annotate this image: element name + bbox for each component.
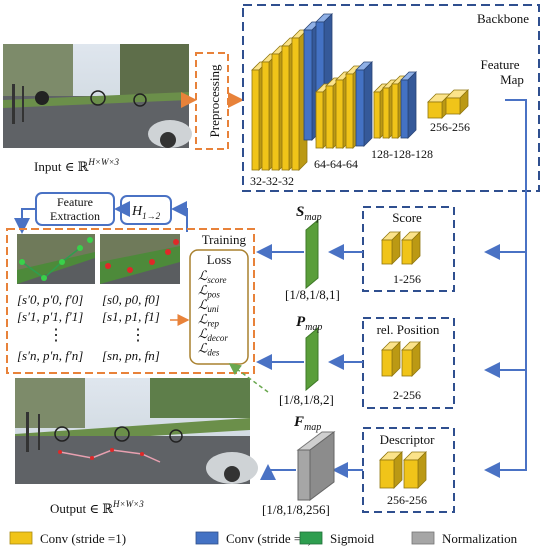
fmap-to-output-arrow bbox=[260, 464, 296, 480]
training-vectors-left: [s′0, p′0, f′0] [s′1, p′1, f′1] ⋮ [s′n, … bbox=[17, 292, 83, 363]
legend-swatch-3 bbox=[411, 531, 435, 545]
p-map-size: [1/8,1/8,2] bbox=[279, 392, 334, 407]
input-label: Input ∈ ℝH×W×3 bbox=[34, 157, 120, 174]
descriptor-head-box bbox=[362, 427, 455, 513]
loss-item-pos: ℒpos bbox=[198, 283, 220, 300]
descriptor-conv-1 bbox=[379, 451, 403, 489]
s-map-label: Smap bbox=[296, 204, 322, 223]
descriptor-head-dims: 256-256 bbox=[387, 493, 427, 507]
output-label: Output ∈ ℝH×W×3 bbox=[50, 499, 144, 516]
legend-swatch-1 bbox=[195, 531, 219, 545]
loss-item-rep: ℒrep bbox=[198, 312, 220, 329]
position-conv-1 bbox=[381, 341, 401, 377]
s-map-size: [1/8,1/8,1] bbox=[285, 287, 340, 302]
p-map-shape bbox=[305, 326, 319, 392]
right-vdots: ⋮ bbox=[130, 327, 146, 344]
loss-box bbox=[189, 249, 249, 365]
backbone-output-arrow bbox=[484, 99, 527, 378]
p-map-label: Pmap bbox=[296, 314, 322, 333]
training-vectors-right: [s0, p0, f0] [s1, p1, f1] ⋮ [sn, pn, fn] bbox=[102, 292, 160, 363]
backbone-dim-3: 128-128-128 bbox=[371, 147, 433, 161]
input-image bbox=[3, 44, 192, 148]
descriptor-conv-2 bbox=[403, 451, 427, 489]
score-head-box bbox=[362, 206, 455, 292]
left-vector-1: [s′1, p′1, f′1] bbox=[17, 309, 83, 324]
position-conv-2 bbox=[401, 341, 421, 377]
feature-map-label-2: Map bbox=[500, 72, 524, 87]
f-map-size: [1/8,1/8,256] bbox=[262, 502, 330, 517]
left-vector-n: [s′n, p′n, f′n] bbox=[17, 348, 83, 363]
backbone-layer-17 bbox=[445, 89, 469, 115]
feature-extraction-line1: Feature bbox=[57, 195, 93, 209]
f-map-label: Fmap bbox=[293, 414, 321, 433]
legend: Conv (stride =1) Conv (stride =2) Sigmoid N… bbox=[9, 531, 518, 546]
score-conv-2 bbox=[401, 231, 421, 265]
backbone-box bbox=[242, 4, 540, 192]
output-to-training-arrow bbox=[228, 363, 269, 393]
score-conv-1 bbox=[381, 231, 401, 265]
f-map-front bbox=[297, 449, 311, 501]
backbone-title: Backbone bbox=[477, 11, 529, 26]
output-image bbox=[15, 378, 258, 484]
backbone-layer-11 bbox=[355, 61, 373, 147]
training-title: Training bbox=[202, 232, 247, 247]
backbone-dim-1: 32-32-32 bbox=[250, 174, 294, 188]
left-vector-0: [s′0, p′0, f′0] bbox=[17, 292, 83, 307]
loss-item-uni: ℒuni bbox=[198, 297, 219, 314]
feature-map-label-1: Feature bbox=[481, 57, 520, 72]
legend-label-3: Normalization bbox=[442, 531, 518, 546]
right-vector-n: [sn, pn, fn] bbox=[102, 348, 160, 363]
right-vector-1: [s1, p1, f1] bbox=[102, 309, 160, 324]
head-layers bbox=[379, 231, 427, 489]
position-head-dims: 2-256 bbox=[393, 388, 421, 402]
backbone-dim-2: 64-64-64 bbox=[314, 157, 358, 171]
feature-extraction-line2: Extraction bbox=[50, 209, 100, 223]
legend-label-1: Conv (stride =2) bbox=[226, 531, 312, 546]
backbone-layers bbox=[251, 13, 469, 171]
score-head-title: Score bbox=[392, 210, 422, 225]
to-descriptor-arrow bbox=[484, 370, 527, 478]
legend-label-2: Sigmoid bbox=[330, 531, 375, 546]
score-head-dims: 1-256 bbox=[393, 272, 421, 286]
preprocessing-label: Preprocessing bbox=[207, 64, 222, 137]
legend-swatch-2 bbox=[299, 531, 323, 545]
loss-item-des: ℒdes bbox=[198, 341, 220, 358]
loss-item-score: ℒscore bbox=[198, 268, 227, 285]
training-box bbox=[6, 228, 255, 374]
backbone-dim-4: 256-256 bbox=[430, 120, 470, 134]
left-vdots: ⋮ bbox=[48, 327, 64, 344]
loss-item-decor: ℒdecor bbox=[198, 326, 228, 343]
s-map-shape bbox=[305, 218, 319, 290]
legend-label-0: Conv (stride =1) bbox=[40, 531, 126, 546]
backbone-layer-15 bbox=[400, 71, 417, 139]
training-image-right bbox=[100, 234, 180, 284]
legend-swatch-0 bbox=[9, 531, 33, 545]
descriptor-head-title: Descriptor bbox=[380, 432, 436, 447]
training-image-left bbox=[17, 234, 95, 284]
position-head-title: rel. Position bbox=[377, 322, 440, 337]
loss-title: Loss bbox=[207, 252, 232, 267]
homography-label: H1→2 bbox=[131, 204, 161, 221]
to-homography-arrow bbox=[171, 201, 188, 232]
extraction-to-image-arrow bbox=[14, 208, 36, 234]
right-vector-0: [s0, p0, f0] bbox=[102, 292, 160, 307]
